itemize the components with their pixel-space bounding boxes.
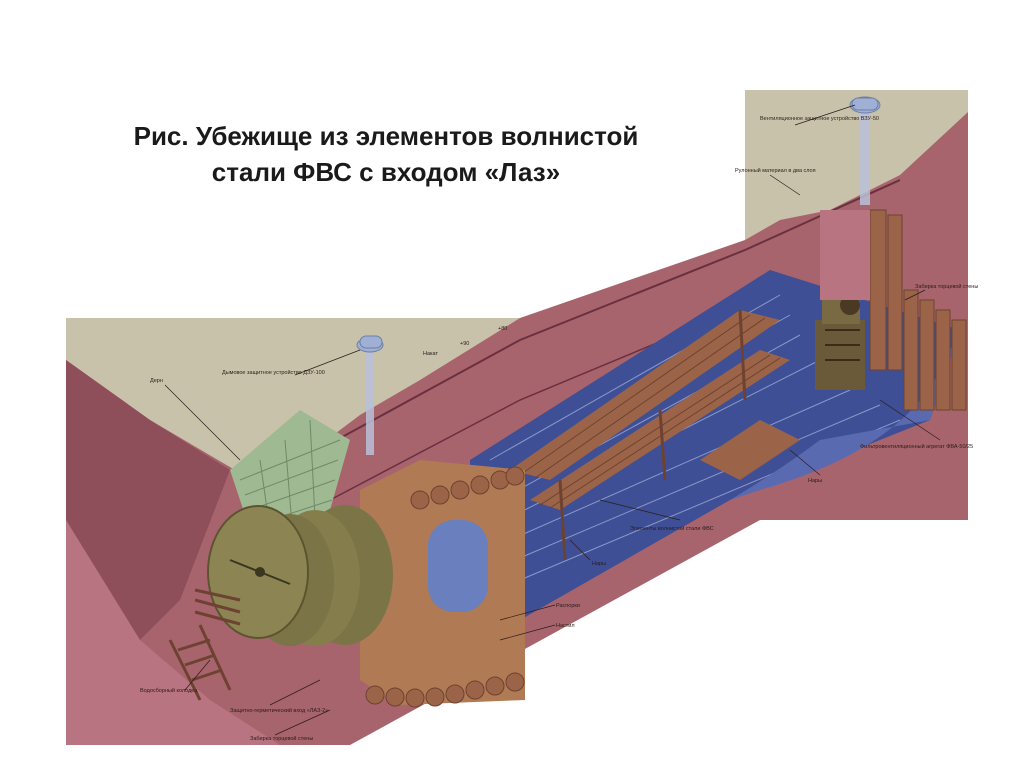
tunnel-end-arc	[730, 330, 960, 500]
label-drain-well: Водосборный колодец	[140, 687, 198, 694]
label-end-wall-fence-bottom: Забирка торцевой стены	[250, 735, 313, 742]
leader-lines	[164, 104, 941, 736]
entrance-frame	[360, 460, 525, 708]
label-bunks-left: Нары	[592, 561, 606, 567]
label-elev-80: +80	[498, 326, 507, 332]
end-wall-right	[820, 210, 870, 300]
entrance-opening	[428, 520, 488, 612]
label-turf: Дерн	[150, 378, 163, 384]
soil-bottom-left	[66, 520, 280, 745]
vent-pipe-right	[849, 96, 881, 205]
soil-slope-left	[66, 360, 230, 640]
label-vent-device: Вентиляционное защитное устройство ВЗУ-5…	[760, 115, 879, 122]
slide-title-line-2: стали ФВС с входом «Лаз»	[211, 157, 561, 187]
label-steel-elements: Элементы волнистой стали ФВС	[630, 525, 714, 532]
label-ruberoid: Рулонный материал в два слоя	[735, 167, 816, 174]
turf-block	[230, 410, 350, 530]
label-braces: Распорки	[556, 603, 580, 609]
slide-title-line-1: Рис. Убежище из элементов волнистой	[133, 121, 639, 151]
label-entrance: Защитно-герметический вход «ЛАЗ-2»	[230, 707, 328, 714]
label-end-wall-fence-right: Забирка торцевой стены	[915, 283, 978, 290]
filter-unit	[815, 290, 865, 390]
label-filter-unit: Фильтровентиляционный агрегат ФВА-50/25	[860, 443, 973, 450]
ground-surface-left	[66, 318, 520, 470]
ladders	[168, 588, 241, 701]
label-bunks-right: Нары	[808, 478, 822, 484]
label-flooring: Настил	[556, 623, 575, 629]
label-smoke-device: Дымовое защитное устройство ДЗУ-100	[222, 369, 325, 376]
ground-surface-right	[745, 90, 968, 240]
slide-title: Рис. Убежище из элементов волнистой стал…	[56, 118, 716, 190]
label-naket: Накат	[423, 351, 438, 357]
vent-pipe-left	[356, 335, 384, 455]
log-wall-right	[869, 209, 967, 411]
labels: Вентиляционное защитное устройство ВЗУ-5…	[140, 115, 978, 742]
entrance-hatch	[207, 505, 393, 646]
label-elev-90: +90	[460, 341, 469, 347]
